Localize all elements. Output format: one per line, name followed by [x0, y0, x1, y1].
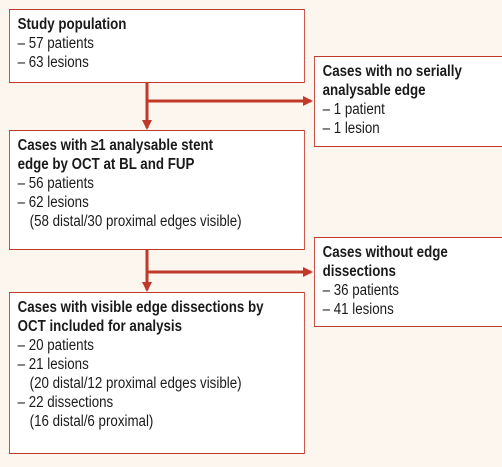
visible-dissections-detail: (16 distal/6 proximal)	[29, 413, 154, 430]
visible-patients: – 20 patients	[17, 337, 94, 354]
no-edge-patients: – 1 patient	[322, 101, 385, 118]
study-population-box: Study population – 57 patients – 63 lesi…	[9, 9, 305, 83]
no-edge-title-line-1: Cases with no serially	[322, 63, 462, 80]
study-population-title: Study population	[17, 16, 127, 33]
no-dissection-title-line-2: dissections	[322, 263, 396, 280]
study-patients: – 57 patients	[17, 35, 94, 52]
no-dissection-title-line-1: Cases without edge	[322, 244, 448, 261]
no-dissection-box: Cases without edge dissections – 36 pati…	[314, 237, 502, 327]
no-edge-lesions: – 1 lesion	[322, 120, 380, 137]
oct-title-line-1: Cases with ≥1 analysable stent	[17, 137, 214, 154]
visible-dissection-box: Cases with visible edge dissections by O…	[9, 292, 305, 454]
oct-edges-detail: (58 distal/30 proximal edges visible)	[29, 213, 242, 230]
no-analysable-edge-box: Cases with no serially analysable edge –…	[314, 56, 502, 147]
no-dissection-patients: – 36 patients	[322, 282, 399, 299]
oct-patients: – 56 patients	[17, 175, 94, 192]
visible-title-line-2: OCT included for analysis	[17, 318, 183, 335]
visible-edges-detail: (20 distal/12 proximal edges visible)	[29, 375, 242, 392]
visible-lesions: – 21 lesions	[17, 356, 89, 373]
oct-title-line-2: edge by OCT at BL and FUP	[17, 156, 195, 173]
visible-title-line-1: Cases with visible edge dissections by	[17, 299, 264, 316]
no-dissection-lesions: – 41 lesions	[322, 301, 394, 318]
visible-dissections: – 22 dissections	[17, 394, 114, 411]
study-lesions: – 63 lesions	[17, 54, 89, 71]
no-edge-title-line-2: analysable edge	[322, 82, 426, 99]
analysable-edge-box: Cases with ≥1 analysable stent edge by O…	[9, 130, 305, 250]
oct-lesions: – 62 lesions	[17, 194, 89, 211]
